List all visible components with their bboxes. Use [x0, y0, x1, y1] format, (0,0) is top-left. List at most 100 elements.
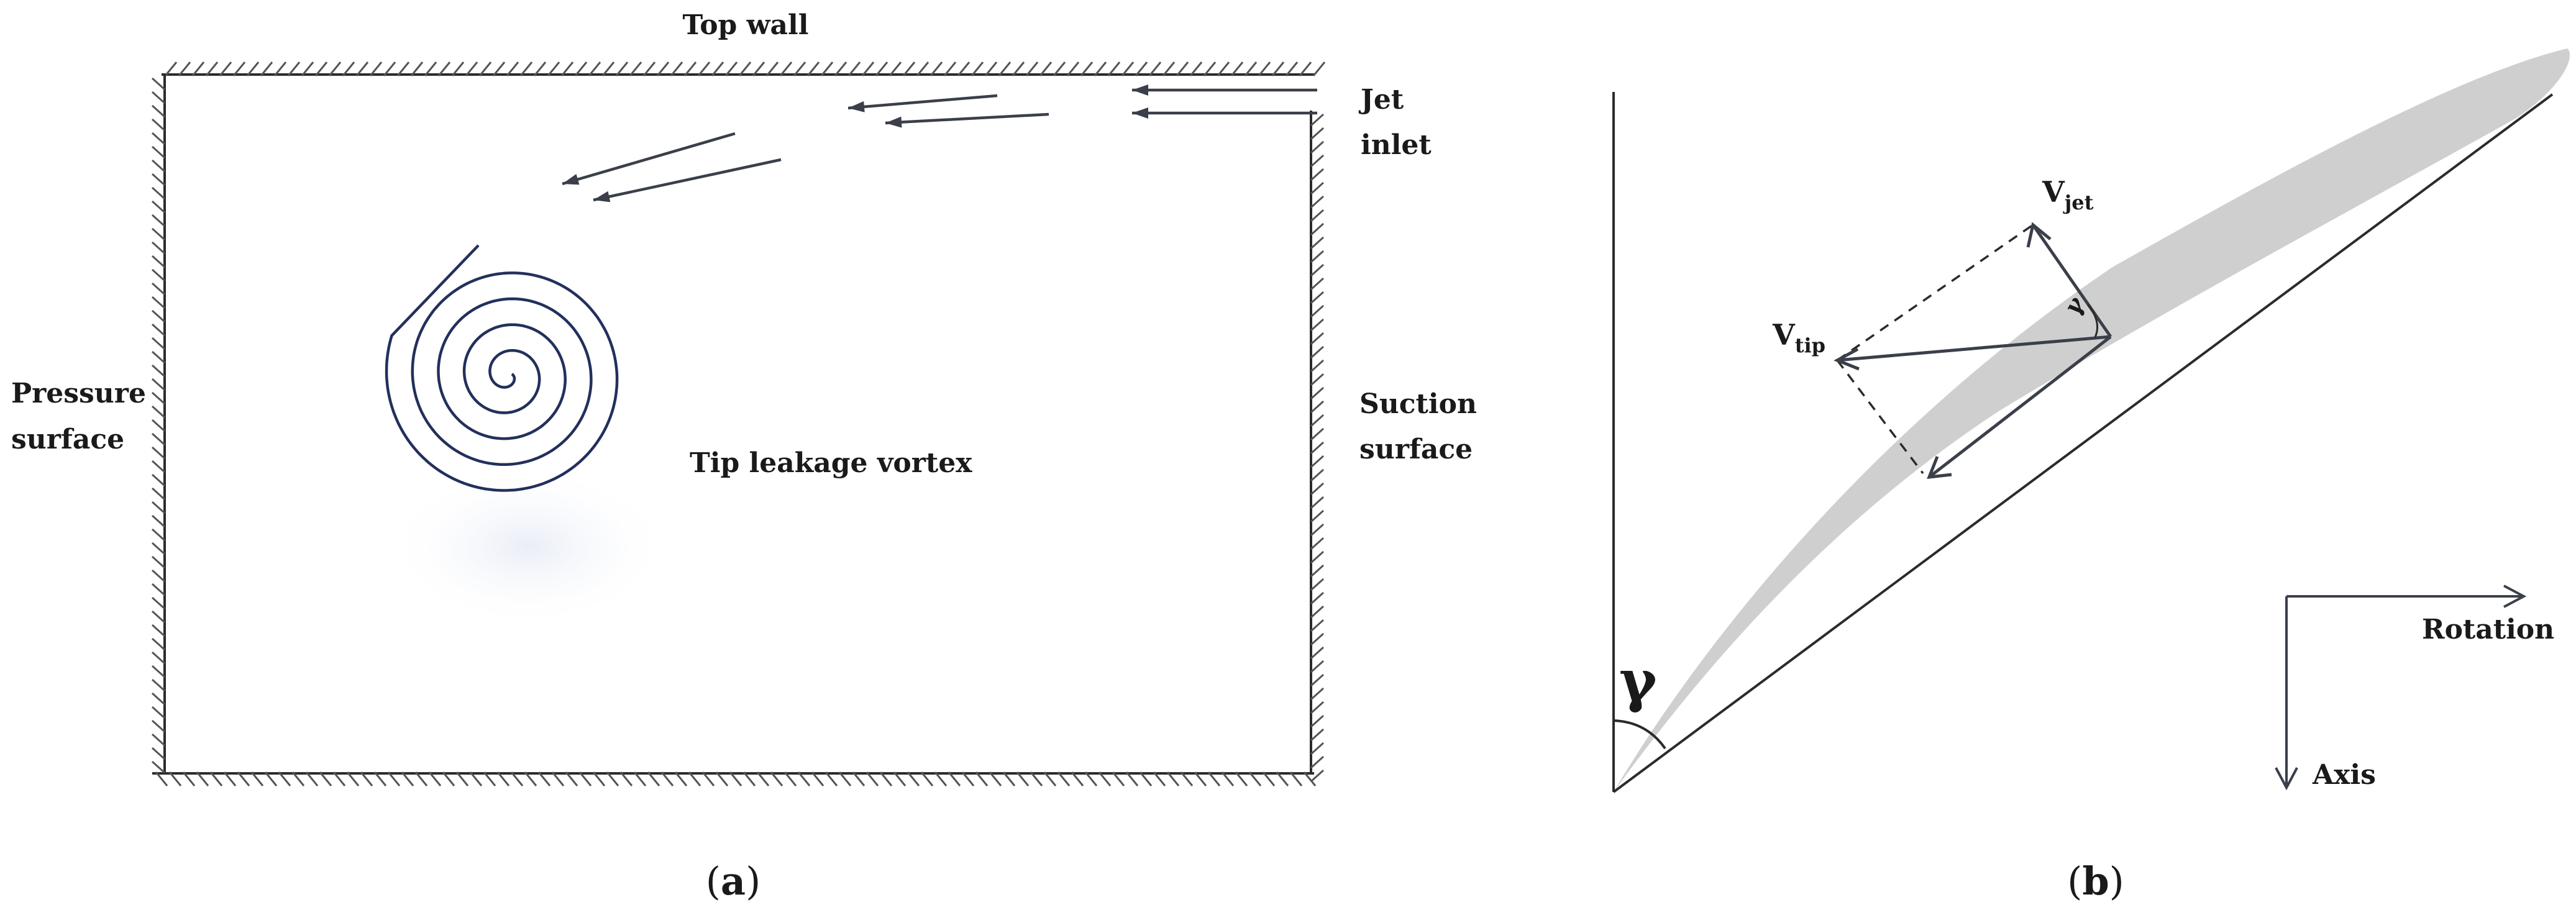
axis-label: Axis — [2312, 759, 2376, 791]
top-wall-hatch — [396, 61, 410, 76]
top-wall-hatch — [1039, 61, 1053, 76]
top-wall-hatch — [588, 61, 601, 76]
bottom-wall-hatch — [797, 772, 811, 786]
pressure-wall-hatch — [151, 432, 166, 446]
suction-wall-hatch — [1310, 455, 1325, 468]
pressure-wall-hatch — [151, 419, 166, 432]
axial-arrowhead — [2275, 767, 2298, 791]
pressure-wall-hatch — [151, 460, 166, 473]
pressure-wall-hatch — [151, 186, 166, 200]
suction-wall-hatch — [1310, 209, 1325, 222]
bottom-wall-hatch — [647, 772, 660, 786]
suction-wall-hatch — [1310, 263, 1325, 277]
blade-speed-arrowhead — [1927, 456, 1952, 479]
pressure-wall-hatch — [151, 337, 166, 350]
top-wall-hatch — [1176, 61, 1189, 76]
bottom-wall-hatch — [619, 772, 633, 786]
v-jet-label-main: V — [2042, 175, 2065, 209]
bottom-wall-hatch — [1235, 772, 1248, 786]
suction-wall-hatch — [1310, 113, 1325, 127]
suction-wall-hatch — [1310, 687, 1325, 701]
bottom-wall-hatch — [592, 772, 606, 786]
jet-arrow-head — [1132, 84, 1148, 96]
bottom-wall-hatch — [688, 772, 701, 786]
caption-a: (a) — [706, 858, 761, 904]
top-wall-hatch — [1094, 61, 1107, 76]
pressure-wall-hatch — [151, 692, 166, 706]
bottom-wall-hatch — [291, 772, 305, 786]
suction-wall-hatch — [1310, 701, 1325, 714]
bottom-wall-hatch — [250, 772, 264, 786]
bottom-wall-hatch — [237, 772, 250, 786]
top-wall-hatch — [260, 61, 273, 76]
top-wall-hatch — [1025, 61, 1039, 76]
top-wall-hatch — [219, 61, 232, 76]
suction-wall-hatch — [1310, 277, 1325, 291]
bottom-wall-hatch — [674, 772, 688, 786]
bottom-wall-hatch — [1071, 772, 1084, 786]
top-wall-hatch — [1080, 61, 1094, 76]
top-wall-hatch — [437, 61, 451, 76]
pressure-wall-hatch — [151, 405, 166, 419]
top-wall-hatch — [273, 61, 287, 76]
v-tip-vector — [1837, 335, 2111, 362]
gamma-angle-arc — [1613, 719, 1666, 750]
pressure-surface-label-line2: surface — [11, 424, 124, 455]
top-wall-hatch — [670, 61, 683, 76]
bottom-wall-hatch — [879, 772, 893, 786]
pressure-wall-hatch — [151, 268, 166, 282]
top-wall-hatch — [998, 61, 1012, 76]
bottom-wall-hatch — [524, 772, 537, 786]
top-wall-hatch — [1244, 61, 1258, 76]
bottom-wall-hatch — [729, 772, 742, 786]
pressure-wall-hatch — [151, 719, 166, 733]
top-wall-hatch — [1053, 61, 1066, 76]
jet-arrow-head — [885, 116, 902, 128]
bottom-wall-hatch — [824, 772, 838, 786]
bottom-wall-hatch — [1139, 772, 1153, 786]
suction-wall-hatch — [1310, 427, 1325, 441]
pressure-wall-hatch — [151, 555, 166, 569]
suction-wall-hatched — [1310, 111, 1325, 783]
top-wall-hatch — [929, 61, 943, 76]
top-wall-hatch — [1258, 61, 1271, 76]
bottom-wall-hatch — [401, 772, 414, 786]
pressure-wall-hatch — [151, 596, 166, 610]
top-wall-hatch — [765, 61, 779, 76]
bottom-wall-hatch — [264, 772, 278, 786]
caption-a-letter: a — [721, 858, 746, 904]
top-wall-hatch — [506, 61, 519, 76]
top-wall-hatch — [861, 61, 875, 76]
suction-wall-hatch — [1310, 673, 1325, 687]
bottom-wall-hatch — [1002, 772, 1016, 786]
suction-wall-hatch — [1310, 468, 1325, 482]
bottom-wall-hatch — [1043, 772, 1057, 786]
pressure-wall-hatch — [151, 159, 166, 173]
top-wall-hatch — [369, 61, 383, 76]
bottom-wall-hatch — [770, 772, 783, 786]
top-wall-label: Top wall — [683, 9, 809, 41]
top-wall-hatch — [465, 61, 478, 76]
bottom-wall-hatch — [756, 772, 770, 786]
bottom-wall-hatch — [182, 772, 196, 786]
suction-wall-hatch — [1310, 742, 1325, 755]
pressure-wall-hatch — [151, 378, 166, 391]
bottom-wall-hatch — [1194, 772, 1207, 786]
blade-profile — [1614, 48, 2570, 792]
bottom-wall-hatch — [1153, 772, 1166, 786]
suction-wall-hatch — [1310, 304, 1325, 318]
bottom-wall-hatch — [1166, 772, 1180, 786]
v-tip-arrowhead — [1834, 347, 1860, 371]
suction-wall-hatch — [1310, 195, 1325, 209]
caption-b: (b) — [2067, 858, 2124, 904]
dashed-edge-bottom — [1836, 359, 1924, 475]
jet-arrow-head — [593, 191, 611, 203]
pressure-wall-hatch — [151, 733, 166, 747]
suction-wall-hatch — [1310, 591, 1325, 605]
pressure-wall-hatch — [151, 214, 166, 227]
pressure-wall-hatch — [151, 473, 166, 487]
blade-chord-line — [1612, 93, 2554, 793]
suction-wall-hatch — [1310, 714, 1325, 728]
jet-inlet-label-line1: Jet — [1358, 84, 1404, 116]
bottom-wall-hatch — [1016, 772, 1030, 786]
